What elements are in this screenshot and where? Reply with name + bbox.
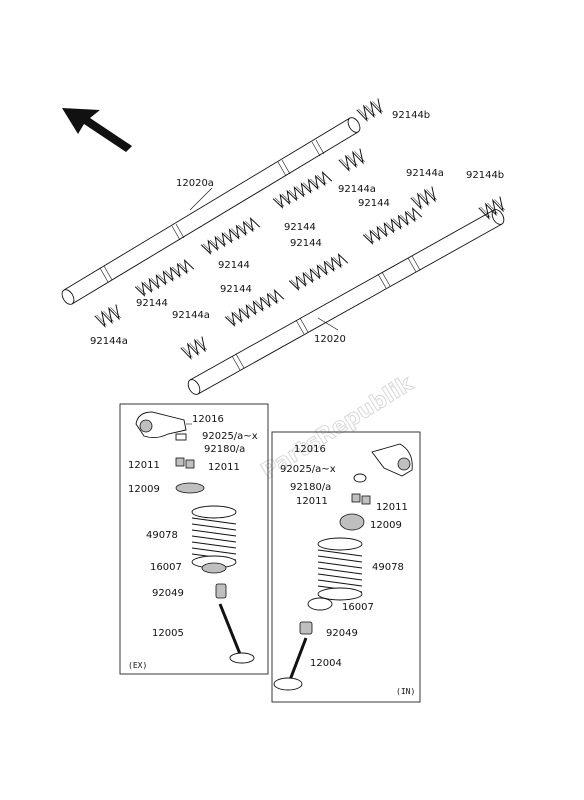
exhaust-valve-panel: 12016 92025/a~x 92180/a 12011 12011 1200… bbox=[119, 403, 269, 675]
stem-seal-exhaust bbox=[215, 583, 227, 599]
retainer-intake bbox=[339, 513, 365, 531]
rocker-shaft-intake bbox=[187, 209, 505, 395]
in-cotter-left-label: 12011 bbox=[296, 496, 328, 507]
cotter-exhaust-left bbox=[175, 457, 185, 467]
ex-retainer-label: 12009 bbox=[128, 484, 160, 495]
ex-cotter-left-label: 12011 bbox=[128, 460, 160, 471]
spring-seat-intake bbox=[307, 597, 333, 611]
ex-seal-label: 92049 bbox=[152, 588, 184, 599]
shaft-intake-label: 12020 bbox=[314, 334, 346, 345]
spring-92144-3 bbox=[134, 258, 195, 298]
spring-92144b-top-label: 92144b bbox=[392, 110, 430, 121]
ex-spring-label: 49078 bbox=[146, 530, 178, 541]
adjust-screw-exhaust bbox=[175, 433, 187, 441]
ex-rocker-label: 12016 bbox=[192, 414, 224, 425]
spring-92144-1-label: 92144 bbox=[284, 222, 316, 233]
in-adjust-label: 92025/a~x bbox=[280, 464, 336, 475]
spring-92144-5 bbox=[288, 252, 349, 292]
spring-92144-4 bbox=[362, 206, 423, 246]
in-spring-label: 49078 bbox=[372, 562, 404, 573]
valve-intake bbox=[273, 637, 308, 691]
stem-seal-intake bbox=[299, 621, 313, 635]
spring-92144-2 bbox=[200, 216, 261, 256]
intake-tag: (IN) bbox=[396, 687, 415, 696]
spring-92144a-right-label: 92144a bbox=[406, 168, 444, 179]
spring-92144a-mid bbox=[180, 336, 209, 361]
spring-92144-3-label: 92144 bbox=[136, 298, 168, 309]
front-direction-arrow-icon bbox=[62, 108, 132, 152]
spring-92144-6-label: 92144 bbox=[220, 284, 252, 295]
spring-92144a-left bbox=[94, 304, 123, 329]
in-valve-label: 12004 bbox=[310, 658, 342, 669]
valve-exhaust bbox=[218, 603, 255, 664]
spring-92144-5-label: 92144 bbox=[290, 238, 322, 249]
valve-spring-intake bbox=[317, 537, 363, 601]
ex-nut-label: 92180/a bbox=[204, 444, 245, 455]
spring-92144b-top bbox=[356, 98, 385, 123]
cotter-intake-left bbox=[351, 493, 361, 503]
exhaust-tag: (EX) bbox=[128, 661, 147, 670]
intake-valve-panel: 12016 92025/a~x 92180/a 12011 12011 1200… bbox=[271, 431, 421, 703]
in-nut-label: 92180/a bbox=[290, 482, 331, 493]
in-seal-label: 92049 bbox=[326, 628, 358, 639]
spring-seat-exhaust bbox=[201, 562, 227, 574]
ex-cotter-right-label: 12011 bbox=[208, 462, 240, 473]
spring-92144b-right-label: 92144b bbox=[466, 170, 504, 181]
ex-valve-label: 12005 bbox=[152, 628, 184, 639]
retainer-exhaust bbox=[175, 482, 205, 494]
cotter-exhaust-right bbox=[185, 459, 195, 469]
valve-spring-exhaust bbox=[191, 505, 237, 569]
spring-92144a-right bbox=[410, 186, 439, 211]
spring-92144a-upper bbox=[338, 148, 367, 173]
in-cotter-right-label: 12011 bbox=[376, 502, 408, 513]
ex-adjust-label: 92025/a~x bbox=[202, 431, 258, 442]
shaft-exhaust-label: 12020a bbox=[176, 178, 214, 189]
in-rocker-label: 12016 bbox=[294, 444, 326, 455]
rocker-arm-exhaust bbox=[135, 411, 187, 439]
spring-92144a-upper-label: 92144a bbox=[338, 184, 376, 195]
cotter-intake-right bbox=[361, 495, 371, 505]
in-seat-label: 16007 bbox=[342, 602, 374, 613]
in-retainer-label: 12009 bbox=[370, 520, 402, 531]
ex-seat-label: 16007 bbox=[150, 562, 182, 573]
rocker-arm-intake bbox=[371, 443, 413, 477]
rocker-shaft-exhaust bbox=[61, 117, 361, 305]
spring-92144a-left-label: 92144a bbox=[90, 336, 128, 347]
spring-92144a-mid-label: 92144a bbox=[172, 310, 210, 321]
spring-92144-2-label: 92144 bbox=[218, 260, 250, 271]
adjust-screw-intake bbox=[353, 473, 367, 483]
spring-92144-4-label: 92144 bbox=[358, 198, 390, 209]
